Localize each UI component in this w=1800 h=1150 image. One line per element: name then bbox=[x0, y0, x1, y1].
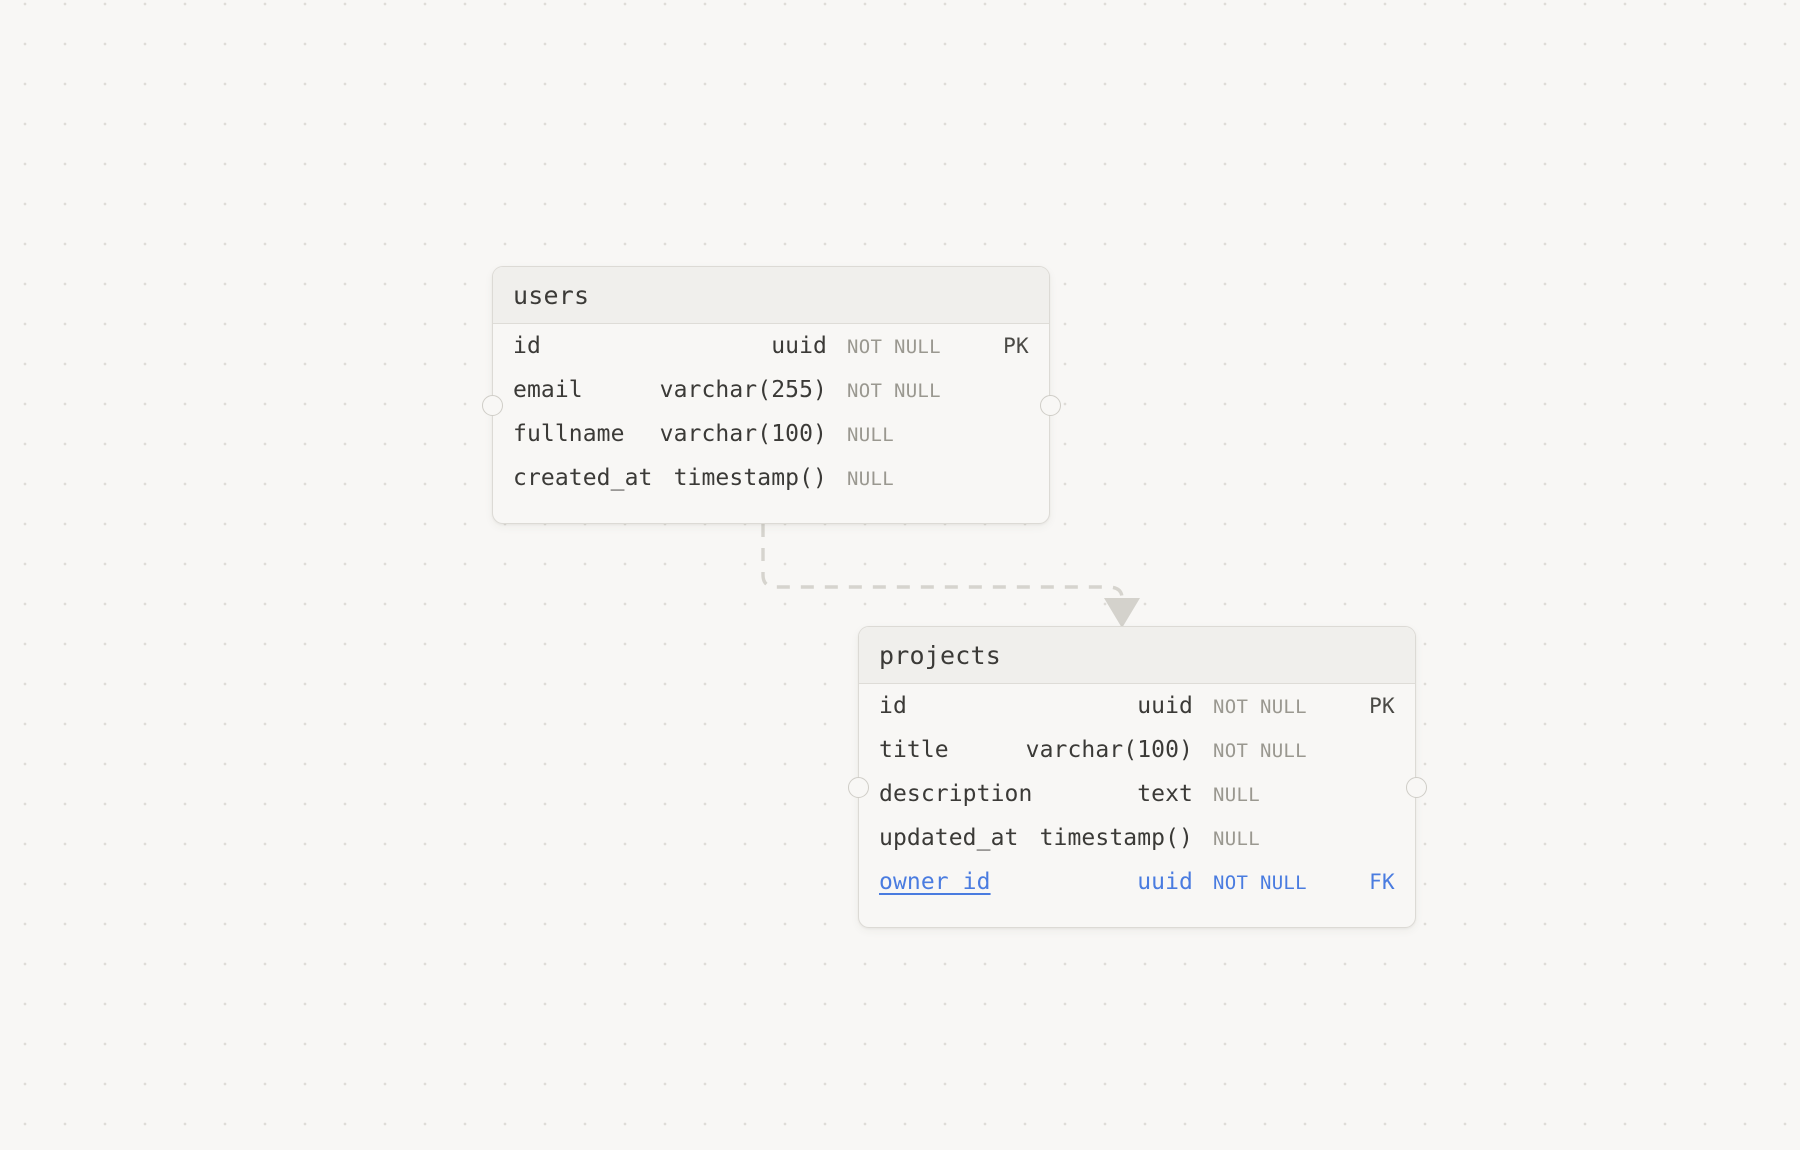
column-type: timestamp() bbox=[1039, 825, 1193, 851]
column-constraint: NOT NULL bbox=[847, 336, 941, 358]
table-row[interactable]: id uuid NOT NULL PK bbox=[859, 693, 1415, 737]
table-body-users: id uuid NOT NULL PK email varchar(255) N… bbox=[493, 324, 1049, 523]
column-constraint: NOT NULL bbox=[1213, 872, 1307, 894]
column-name: owner_id bbox=[879, 869, 991, 895]
column-type: uuid bbox=[1137, 869, 1193, 895]
table-body-projects: id uuid NOT NULL PK title varchar(100) N… bbox=[859, 684, 1415, 927]
relationship-path bbox=[761, 524, 1124, 600]
table-row[interactable]: description text NULL bbox=[859, 781, 1415, 825]
column-constraint: NULL bbox=[847, 424, 894, 446]
column-constraint: NOT NULL bbox=[1213, 740, 1307, 762]
table-title: users bbox=[513, 280, 590, 310]
column-name: fullname bbox=[513, 421, 625, 447]
column-key-badge: PK bbox=[1003, 334, 1029, 358]
connection-port-left[interactable] bbox=[481, 395, 503, 416]
table-header-projects[interactable]: projects bbox=[859, 627, 1415, 684]
table-title: projects bbox=[879, 640, 1002, 670]
table-row[interactable]: id uuid NOT NULL PK bbox=[493, 333, 1049, 377]
table-row[interactable]: email varchar(255) NOT NULL bbox=[493, 377, 1049, 421]
column-name: description bbox=[879, 781, 1033, 807]
column-key-badge: FK bbox=[1369, 870, 1395, 894]
column-type: text bbox=[1137, 781, 1193, 807]
table-header-users[interactable]: users bbox=[493, 267, 1049, 324]
connection-port-left[interactable] bbox=[847, 777, 869, 798]
column-type: varchar(100) bbox=[659, 421, 827, 447]
column-constraint: NULL bbox=[1213, 828, 1260, 850]
column-constraint: NOT NULL bbox=[1213, 696, 1307, 718]
column-type: varchar(100) bbox=[1025, 737, 1193, 763]
table-row[interactable]: title varchar(100) NOT NULL bbox=[859, 737, 1415, 781]
table-row[interactable]: updated_at timestamp() NULL bbox=[859, 825, 1415, 869]
column-constraint: NULL bbox=[847, 468, 894, 490]
relationship-users-to-projects bbox=[761, 524, 1140, 628]
column-type: varchar(255) bbox=[659, 377, 827, 403]
column-constraint: NOT NULL bbox=[847, 380, 941, 402]
column-name: id bbox=[513, 333, 541, 359]
connection-port-right[interactable] bbox=[1039, 395, 1061, 416]
column-name: created_at bbox=[513, 465, 653, 491]
table-row[interactable]: fullname varchar(100) NULL bbox=[493, 421, 1049, 465]
column-type: uuid bbox=[771, 333, 827, 359]
table-node-users[interactable]: users id uuid NOT NULL PK email varchar(… bbox=[481, 266, 1061, 524]
column-key-badge: PK bbox=[1369, 694, 1395, 718]
relationship-arrowhead-icon bbox=[1104, 598, 1140, 628]
column-name: title bbox=[879, 737, 949, 763]
table-row-foreign-key[interactable]: owner_id uuid NOT NULL FK bbox=[859, 869, 1415, 913]
column-type: uuid bbox=[1137, 693, 1193, 719]
table-node-projects[interactable]: projects id uuid NOT NULL PK title varch… bbox=[847, 626, 1427, 928]
column-name: updated_at bbox=[879, 825, 1019, 851]
column-constraint: NULL bbox=[1213, 784, 1260, 806]
table-row[interactable]: created_at timestamp() NULL bbox=[493, 465, 1049, 509]
connection-port-right[interactable] bbox=[1405, 777, 1427, 798]
column-type: timestamp() bbox=[673, 465, 827, 491]
column-name: id bbox=[879, 693, 907, 719]
column-name: email bbox=[513, 377, 583, 403]
